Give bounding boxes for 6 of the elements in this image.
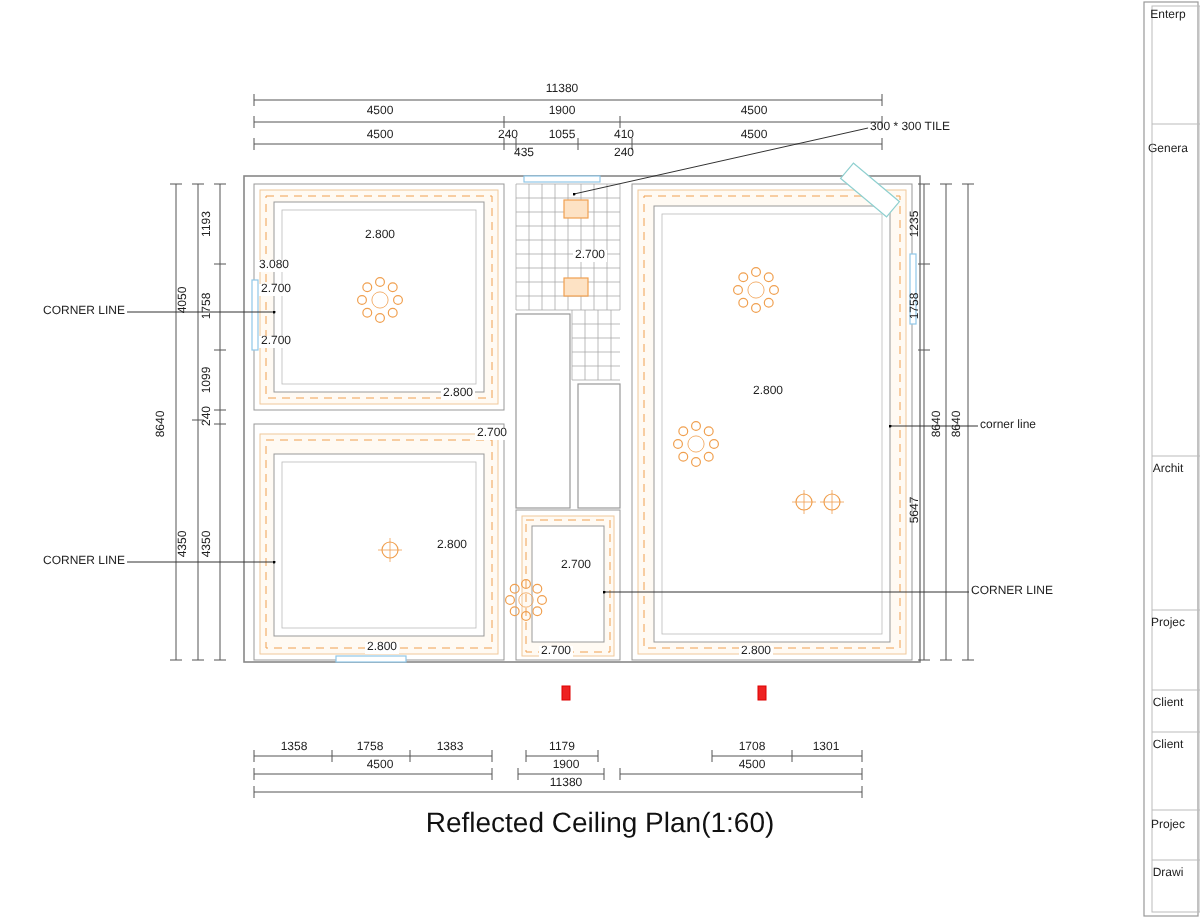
drawing-title: Reflected Ceiling Plan(1:60) bbox=[425, 806, 775, 838]
leader-line bbox=[888, 424, 979, 428]
leader-line bbox=[572, 127, 869, 196]
leader-line bbox=[126, 560, 276, 564]
leader-line bbox=[602, 590, 970, 594]
leader-line bbox=[126, 310, 276, 314]
